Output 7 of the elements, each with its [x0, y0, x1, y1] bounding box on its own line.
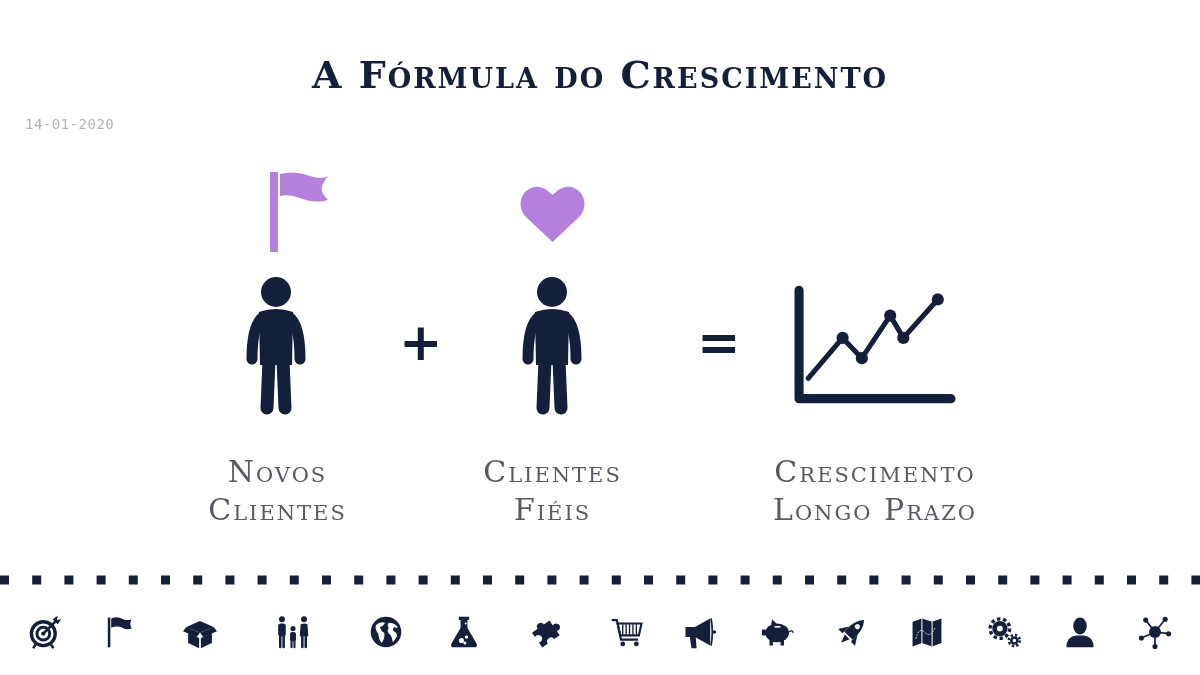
caption-text: Novos Clientes [207, 453, 348, 529]
plus-sign: + [399, 316, 443, 368]
title: A Fórmula do Crescimento [311, 52, 888, 97]
caption-text: Clientes Fiéis [482, 453, 623, 529]
caption-text: Crescimento Longo Prazo [772, 453, 978, 529]
date-text: 14-01-2020 [25, 116, 115, 132]
equals-sign: = [697, 316, 741, 368]
